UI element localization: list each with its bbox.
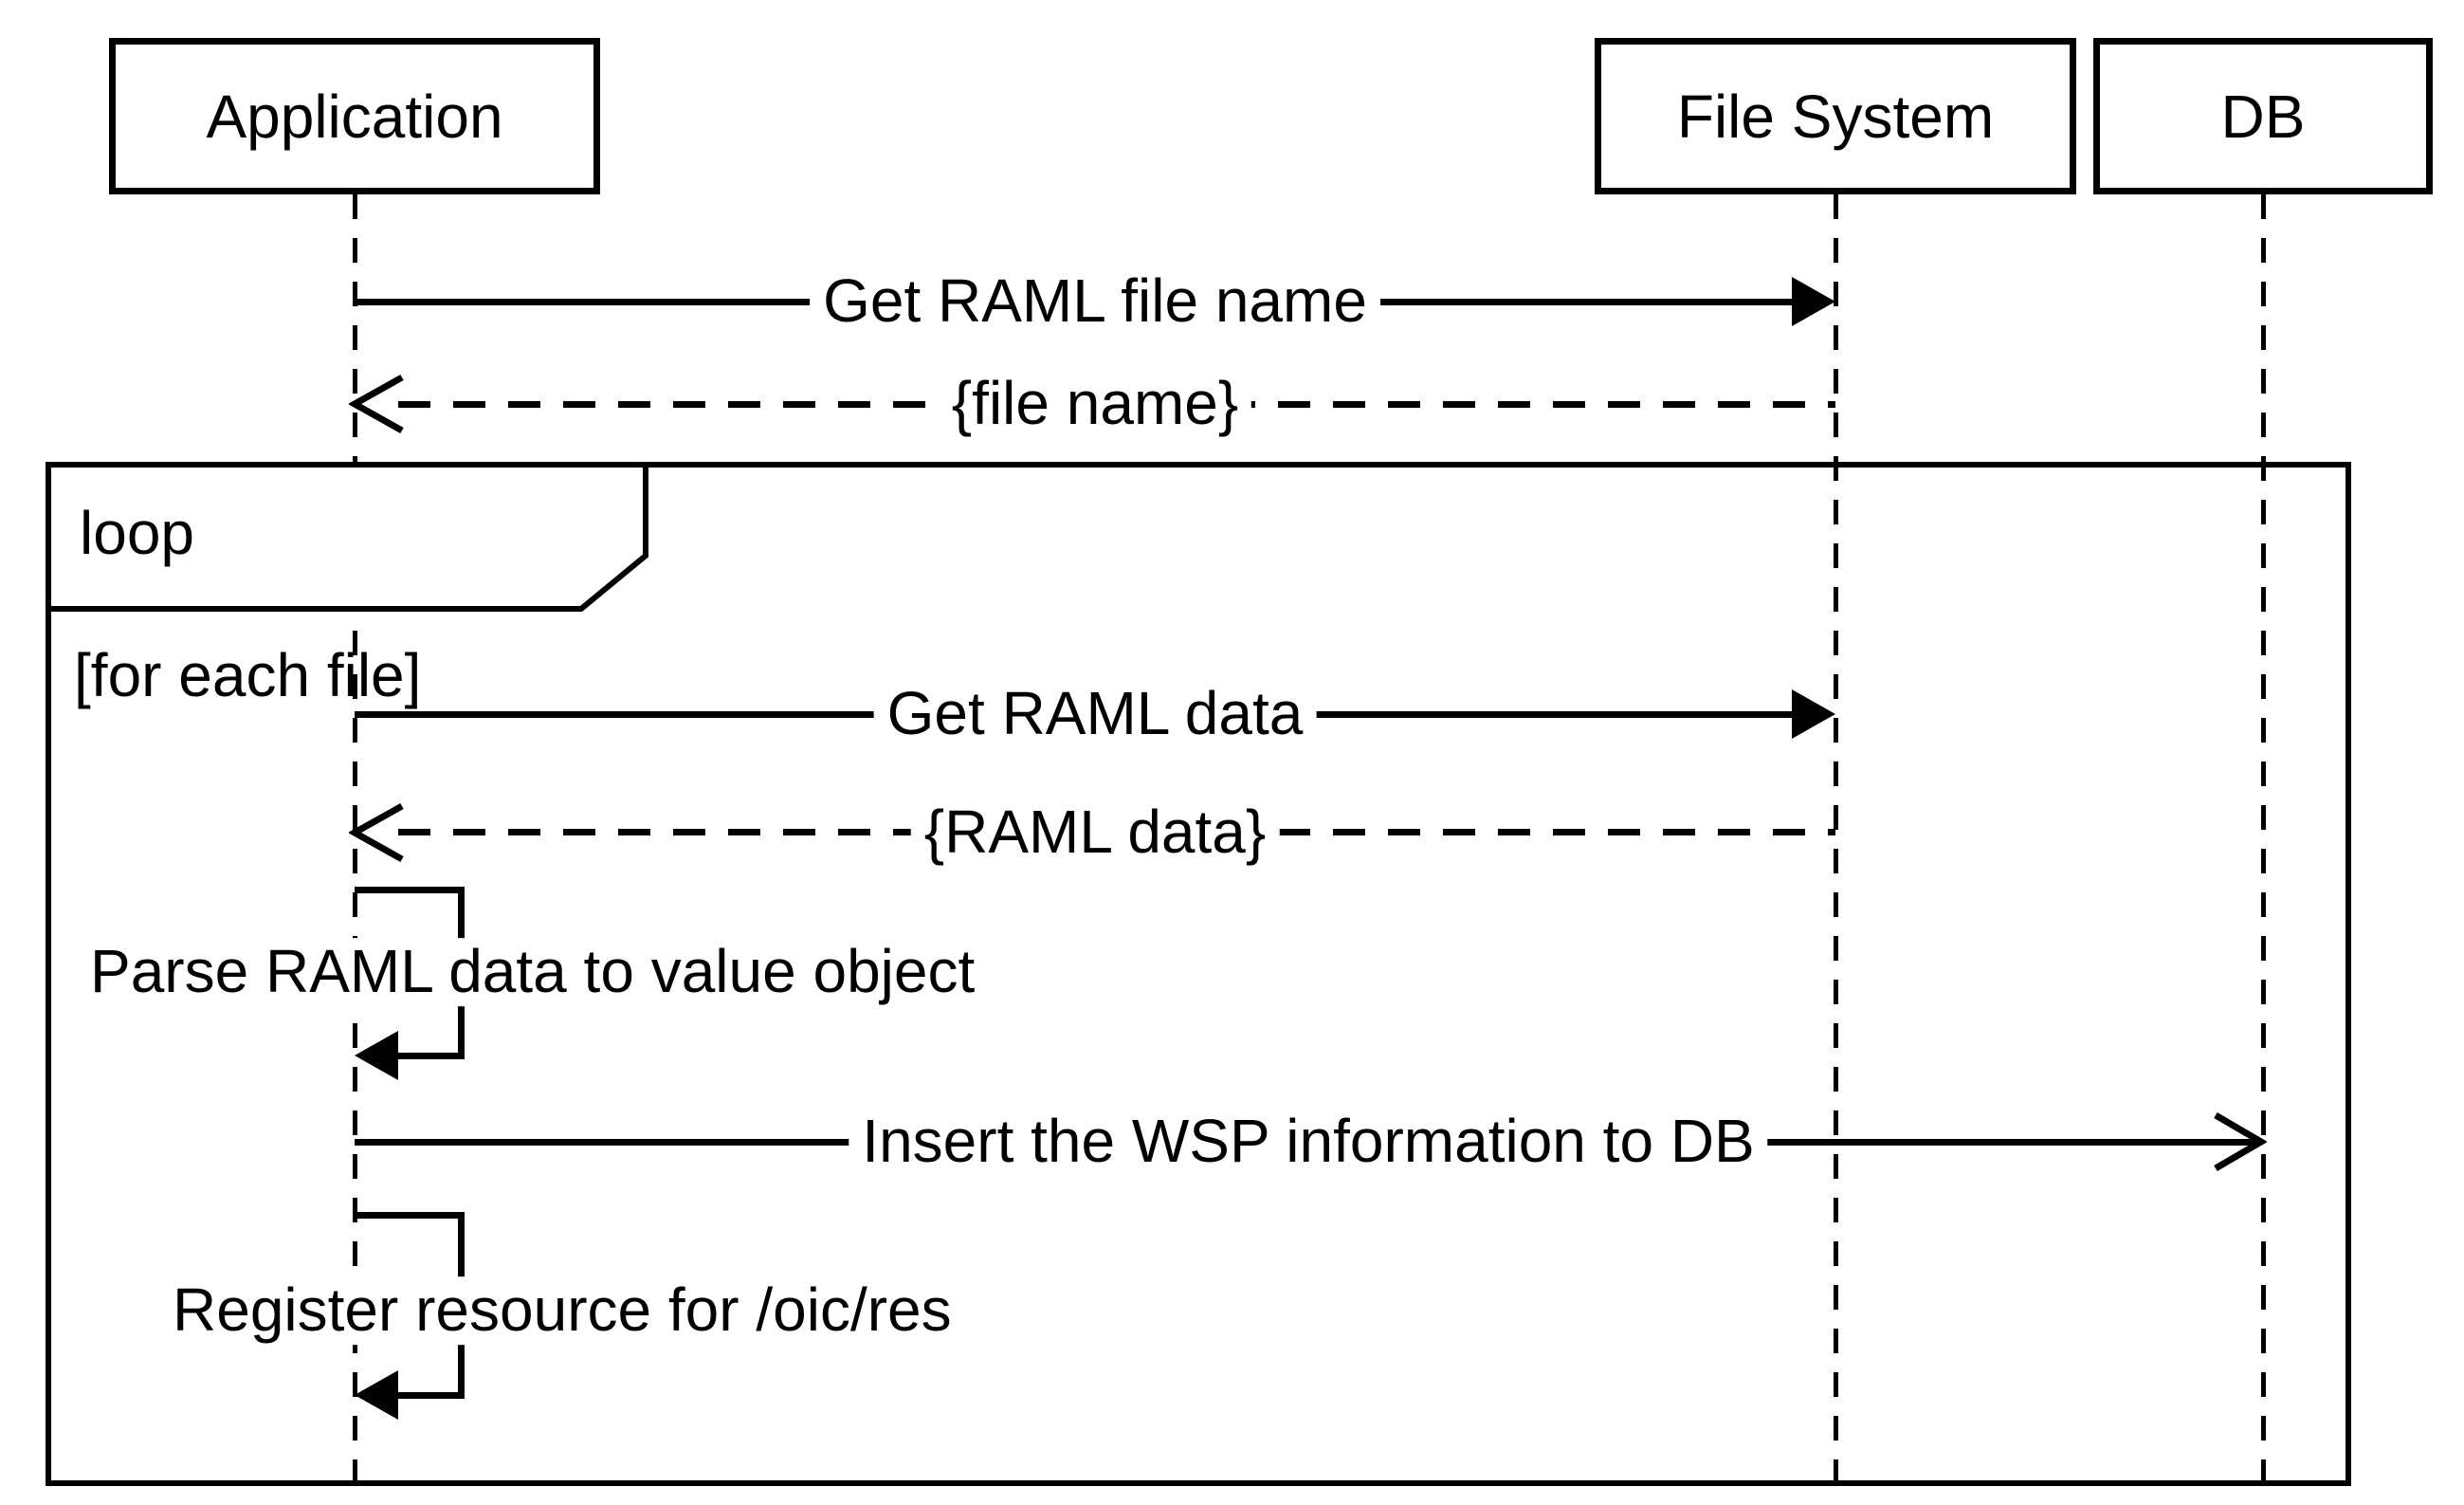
lifeline-db bbox=[2261, 194, 2266, 1486]
participant-application: Application bbox=[109, 38, 600, 194]
self-message-bottom-line bbox=[398, 1053, 465, 1059]
filled-arrowhead-icon bbox=[1792, 689, 1835, 739]
loop-fragment-frame bbox=[46, 462, 2351, 1486]
lifeline-application bbox=[353, 194, 357, 1486]
participant-label: DB bbox=[2220, 82, 2306, 151]
participant-db: DB bbox=[2093, 38, 2433, 194]
self-message-top-line bbox=[355, 887, 465, 893]
lifeline-file-system bbox=[1834, 194, 1838, 1486]
open-arrowhead-icon bbox=[349, 374, 404, 434]
message-label: Register resource for /oic/res bbox=[163, 1276, 961, 1345]
message-label: Insert the WSP information to DB bbox=[849, 1107, 1768, 1176]
filled-arrowhead-icon bbox=[1792, 277, 1835, 326]
loop-operator-pentagon bbox=[46, 462, 648, 612]
filled-arrowhead-icon bbox=[355, 1370, 398, 1420]
self-message-bottom-line bbox=[398, 1392, 465, 1399]
message-label: {file name} bbox=[938, 369, 1252, 438]
message-label: Get RAML data bbox=[873, 679, 1317, 748]
loop-guard-label: [for each file] bbox=[74, 641, 422, 709]
participant-label: Application bbox=[206, 82, 503, 151]
participant-file-system: File System bbox=[1595, 38, 2076, 194]
message-label: Parse RAML data to value object bbox=[81, 937, 985, 1006]
filled-arrowhead-icon bbox=[355, 1031, 398, 1080]
participant-label: File System bbox=[1676, 82, 1995, 151]
message-label: {RAML data} bbox=[910, 798, 1280, 867]
open-arrowhead-icon bbox=[2214, 1111, 2267, 1172]
self-message-top-line bbox=[355, 1212, 465, 1219]
message-label: Get RAML file name bbox=[810, 266, 1380, 336]
open-arrowhead-icon bbox=[349, 802, 404, 863]
loop-operator-label: loop bbox=[80, 499, 194, 567]
